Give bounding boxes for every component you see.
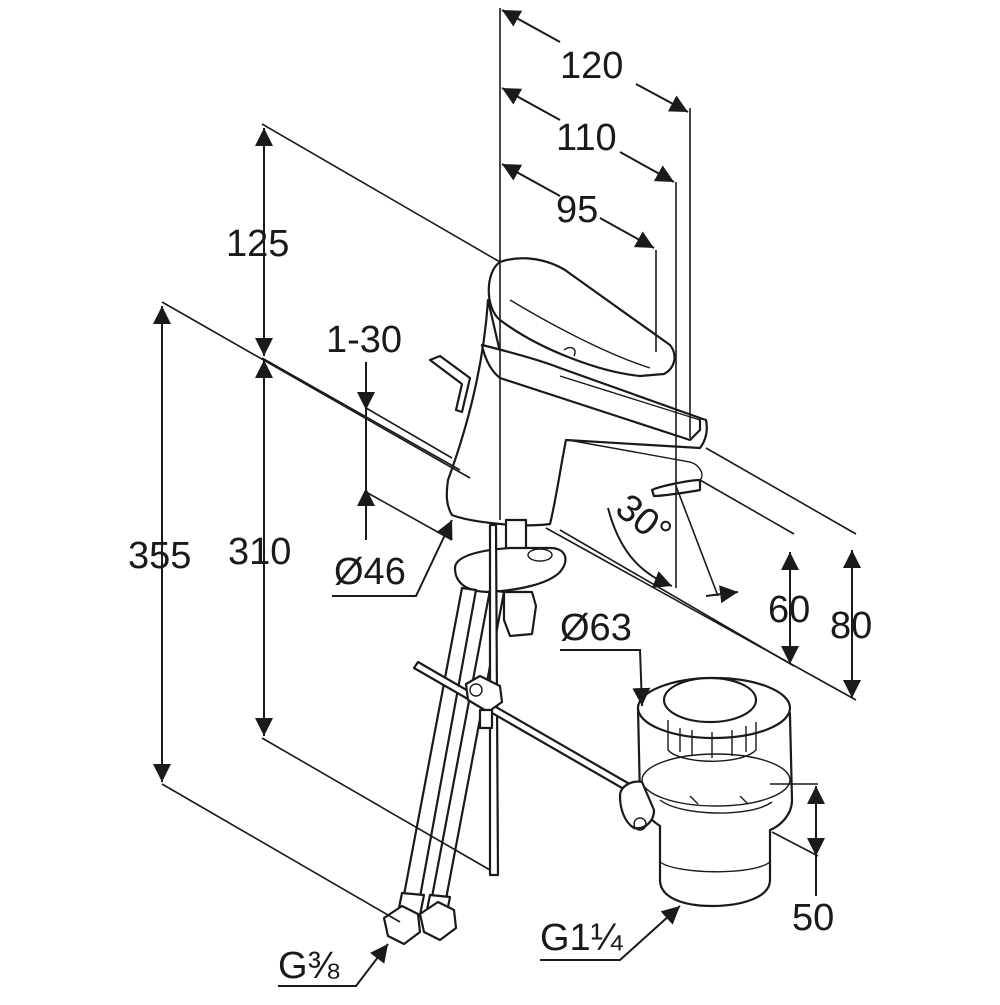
rod-clamp: [464, 674, 504, 714]
ext-355-top: [161, 301, 471, 479]
label-125: 125: [226, 223, 289, 265]
dim-120-right: [635, 83, 689, 113]
label-310: 310: [228, 531, 291, 573]
label-d46: Ø46: [334, 551, 406, 593]
label-angle-30: 30°: [608, 486, 679, 554]
label-110: 110: [556, 117, 617, 159]
ext-80-bottom: [545, 527, 857, 701]
ext-1-30-bottom: [365, 491, 453, 541]
connector-screw: [633, 817, 647, 831]
angle-30-arc-right: [705, 585, 739, 604]
clamp-screw: [469, 683, 483, 697]
label-g114: G1¼: [540, 917, 624, 959]
dim-110-right: [619, 151, 675, 183]
mounting-nut: [502, 590, 538, 638]
popup-waste: [618, 676, 794, 908]
popup-plug: [662, 676, 758, 724]
waste-slots: [689, 795, 749, 805]
label-d63: Ø63: [560, 607, 632, 649]
label-95: 95: [556, 189, 598, 231]
handle-mark: [563, 346, 576, 357]
dimension-lines: [153, 8, 861, 987]
mounting-plate: [453, 546, 567, 594]
ext-355-bottom: [161, 783, 401, 923]
leader-g114: [540, 905, 681, 961]
waste-collar: [641, 753, 791, 807]
leader-g38: [278, 943, 389, 987]
label-80: 80: [830, 605, 872, 647]
label-1-30: 1-30: [326, 319, 402, 361]
label-g38: G⅜: [278, 945, 340, 987]
ext-50-bottom: [771, 831, 819, 857]
cage-bars: [679, 726, 747, 758]
plate-hole: [527, 548, 553, 562]
mounting-hardware: [382, 518, 642, 946]
leader-d63: [560, 649, 651, 707]
angle-30-line: [675, 485, 719, 597]
label-60: 60: [768, 589, 810, 631]
ext-125-top: [261, 123, 501, 263]
dim-95-left: [501, 163, 561, 197]
hose-nut-right: [418, 900, 458, 942]
lever-edge-line: [509, 299, 651, 369]
ext-310-bottom: [261, 737, 491, 871]
ext-60-top: [699, 479, 795, 535]
label-50: 50: [792, 897, 834, 939]
faucet-body: [428, 257, 708, 527]
label-120: 120: [560, 45, 623, 87]
ext-310-top: [261, 357, 461, 471]
hose-nut-left: [382, 904, 422, 946]
plug-cage: [667, 720, 757, 762]
dim-120-left: [501, 9, 561, 43]
leader-d46: [332, 519, 453, 597]
ext-80-top: [705, 447, 857, 535]
rod-connector: [618, 780, 656, 830]
lever-handle: [487, 257, 676, 378]
popup-rod-knob: [428, 354, 472, 414]
ext-1-30-top: [365, 407, 453, 459]
dim-95-right: [599, 217, 655, 249]
handle-collar: [480, 343, 702, 442]
clamp-block: [478, 708, 494, 730]
spout-underside: [567, 439, 703, 481]
dim-110-left: [501, 87, 561, 121]
waste-tail-ring: [659, 861, 771, 873]
label-355: 355: [128, 535, 191, 577]
angle-30-arc-left: [607, 507, 673, 588]
waste-ring: [659, 799, 773, 814]
